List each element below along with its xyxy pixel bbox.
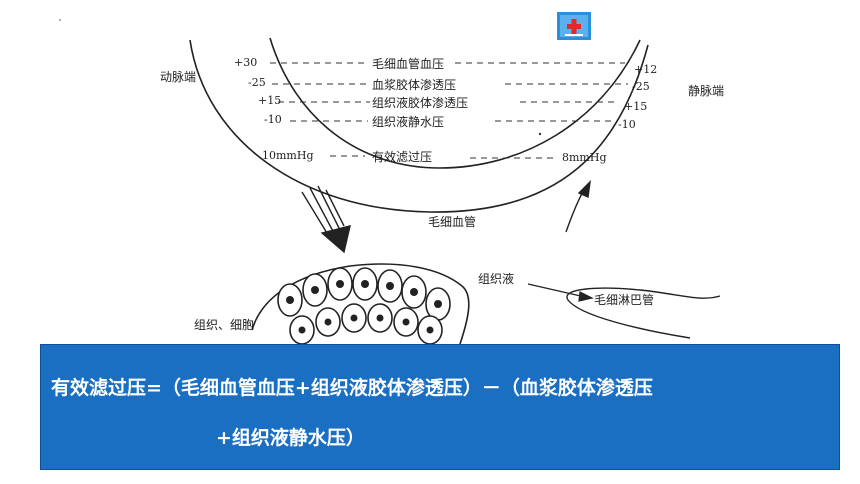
lymph-capillary-loop	[566, 287, 721, 339]
tissue-fluid-label: 组织液	[478, 272, 515, 286]
return-arrow	[565, 180, 591, 233]
lymph-capillary-label: 毛细淋巴管	[594, 293, 655, 307]
filtration-right-value: 8mmHg	[562, 151, 607, 164]
row4-right-value: -10	[618, 118, 636, 131]
arterial-end-label: 动脉端	[160, 70, 197, 84]
row4-label: 组织液静水压	[372, 115, 445, 129]
row1-label: 毛细血管血压	[372, 57, 445, 71]
row2-left-value: -25	[248, 76, 266, 89]
cross-badge-icon[interactable]	[557, 12, 591, 40]
capillary-outer-wall	[189, 39, 649, 213]
capillary-label: 毛细血管	[428, 215, 477, 229]
formula-line-1: 有效滤过压=（毛细血管血压+组织液胶体渗透压）－（血浆胶体渗透压	[51, 377, 653, 399]
filtration-label: 有效滤过压	[372, 150, 433, 164]
formula-line-2: +组织液静水压）	[216, 427, 365, 449]
row2-right-value: -25	[632, 80, 650, 93]
row1-left-value: +30	[234, 56, 258, 69]
formula-box: 有效滤过压=（毛细血管血压+组织液胶体渗透压）－（血浆胶体渗透压 +组织液静水压…	[40, 344, 840, 470]
venous-end-label: 静脉端	[688, 84, 725, 98]
tissue-cells-label: 组织、细胞	[194, 318, 255, 332]
row3-right-value: +15	[624, 100, 648, 113]
row2-label: 血浆胶体渗透压	[372, 78, 457, 92]
row4-left-value: -10	[264, 113, 282, 126]
row3-left-value: +15	[258, 94, 282, 107]
filtration-left-value: 10mmHg	[262, 149, 314, 162]
row1-right-value: +12	[634, 63, 658, 76]
outflow-arrow	[301, 185, 351, 254]
capillary-inner-wall	[269, 37, 641, 169]
row3-label: 组织液胶体渗透压	[372, 96, 469, 110]
